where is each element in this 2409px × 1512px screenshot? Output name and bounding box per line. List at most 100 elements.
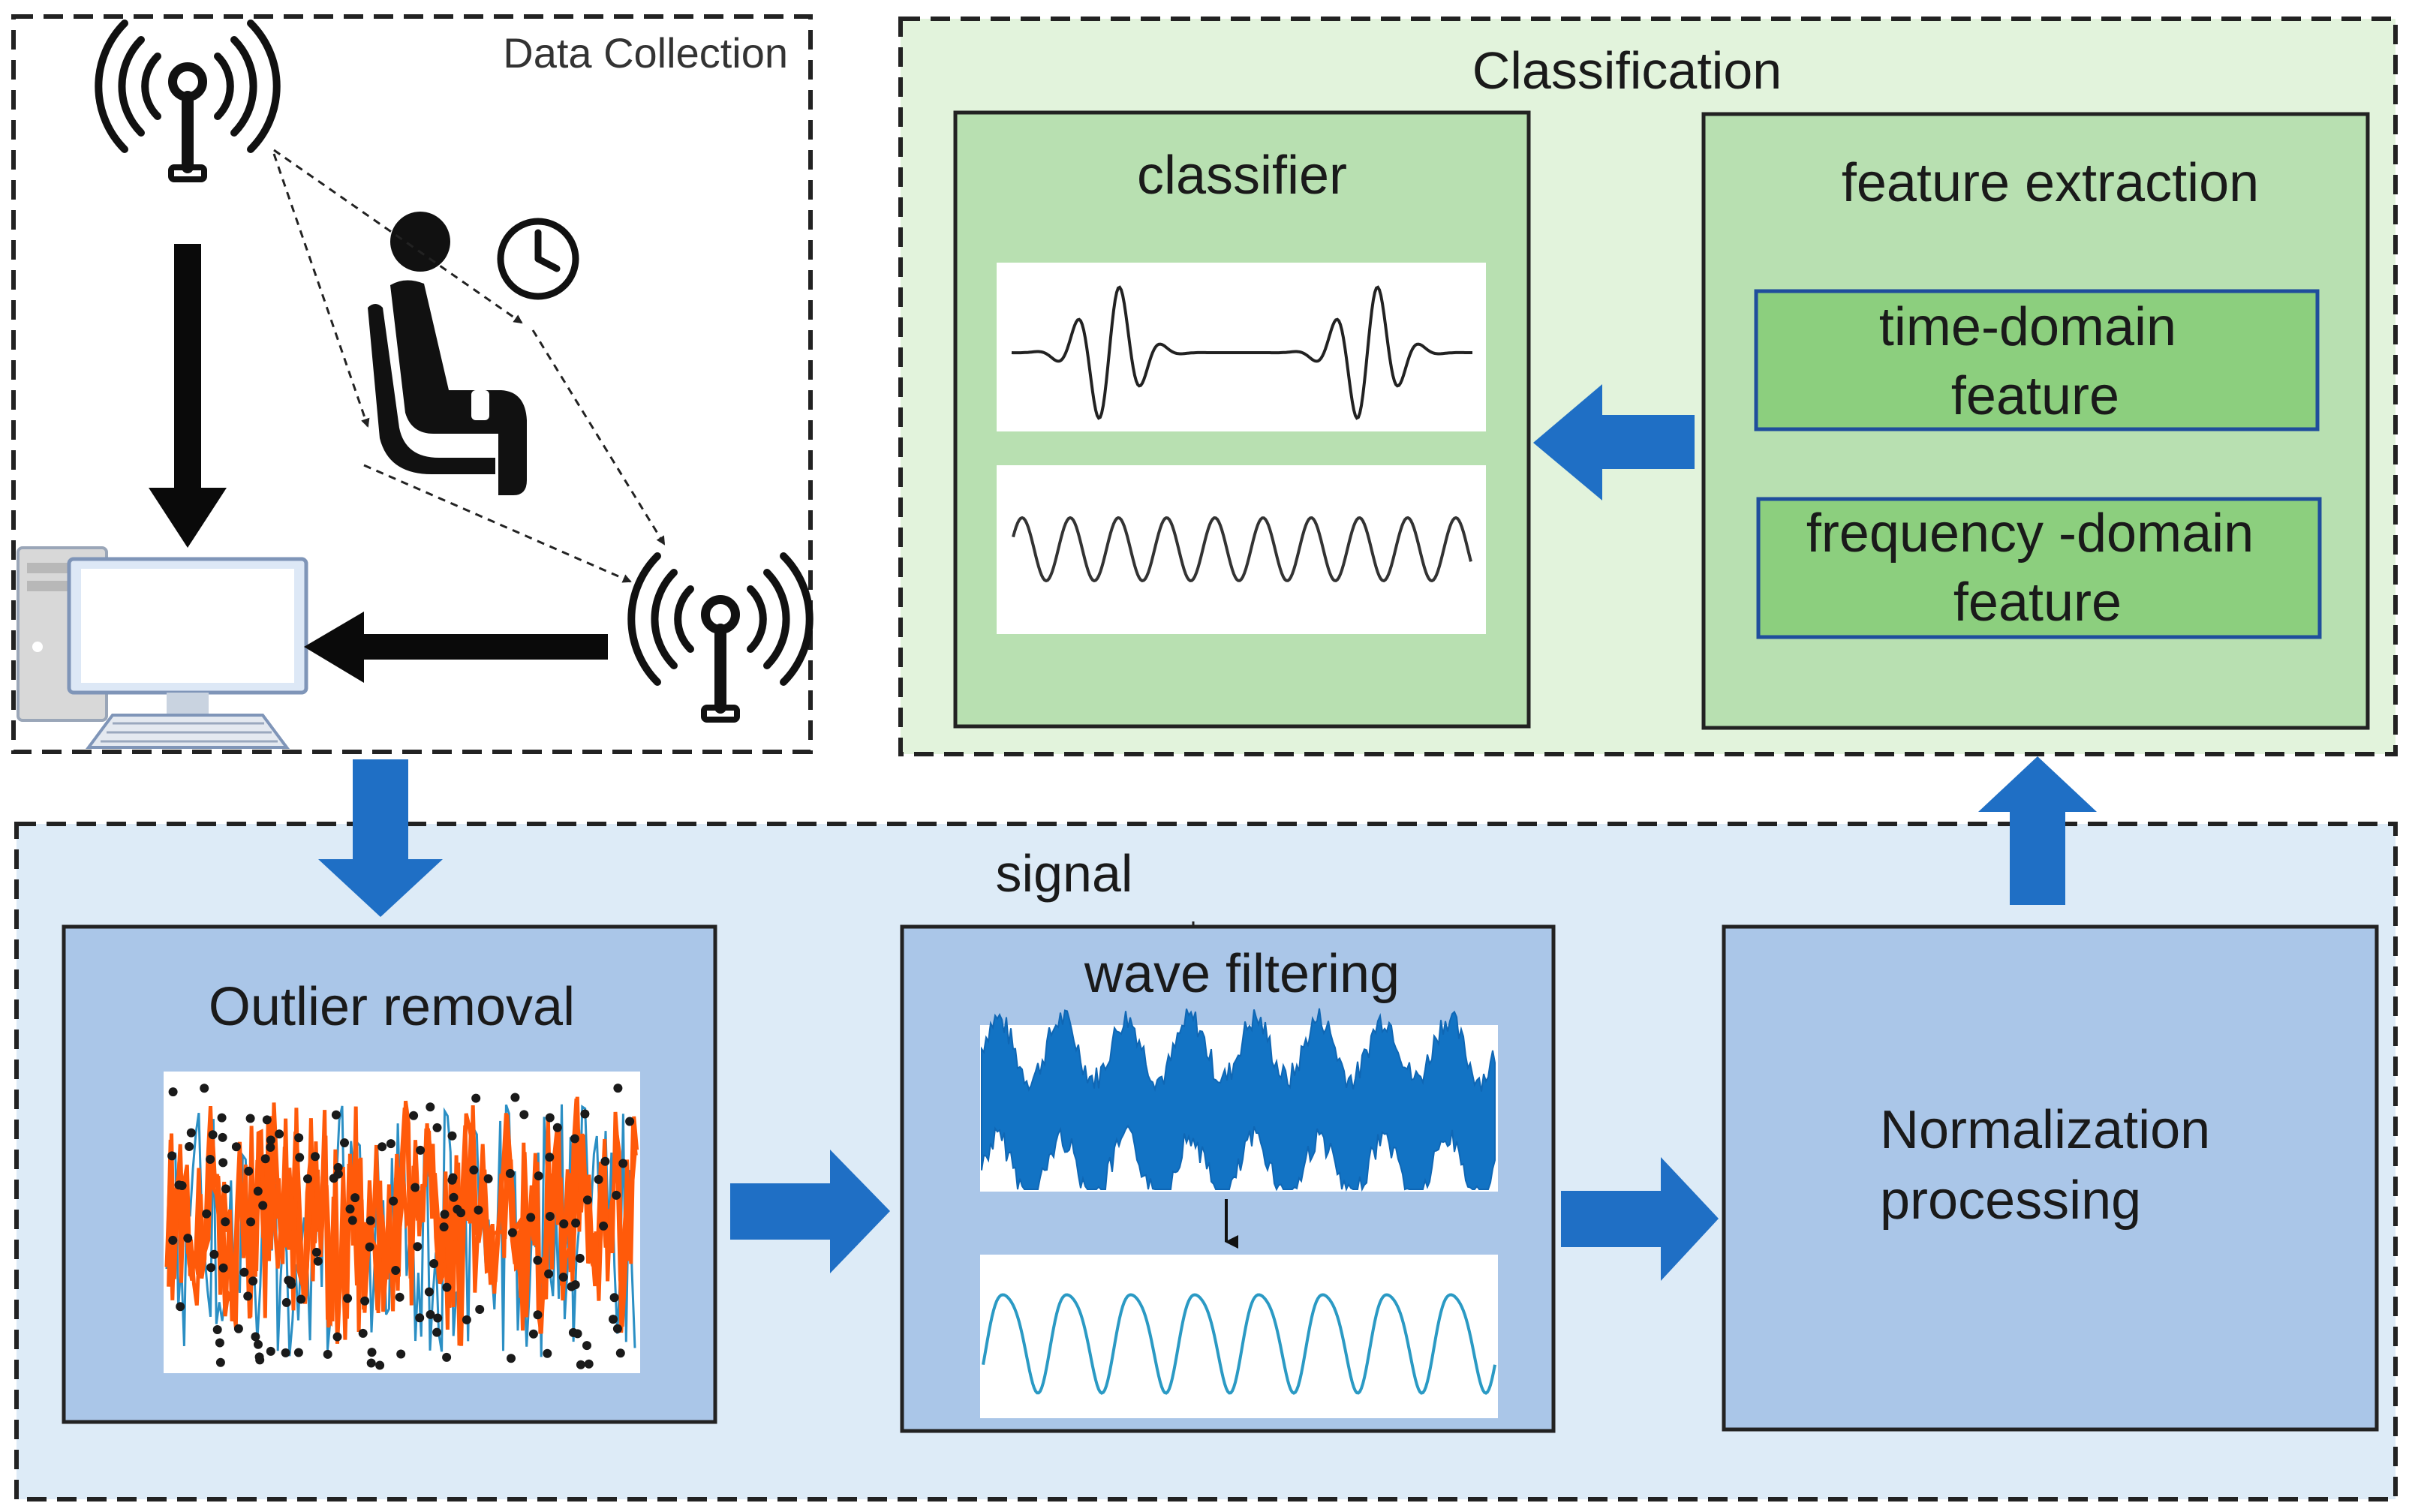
outlier-point <box>377 1142 387 1152</box>
outlier-point <box>260 1154 270 1164</box>
outlier-point <box>254 1352 264 1362</box>
classification-title: Classification <box>1472 41 1782 100</box>
outlier-point <box>311 1152 320 1162</box>
outlier-point <box>294 1133 304 1143</box>
feature-to-classifier-arrow <box>1533 384 1695 500</box>
outlier-point <box>396 1349 406 1359</box>
router-to-computer-arrow <box>149 244 227 548</box>
cleaned-series-line <box>167 1100 639 1346</box>
outlier-point <box>258 1201 268 1210</box>
outlier-point <box>350 1193 360 1203</box>
clock-icon <box>497 218 579 300</box>
outlier-point <box>206 1155 215 1164</box>
outlier-point <box>176 1302 185 1312</box>
outlier-point <box>167 1151 177 1161</box>
outlier-point <box>442 1352 452 1362</box>
outlier-point <box>612 1190 621 1200</box>
outlier-point <box>248 1276 258 1286</box>
outlier-point <box>295 1153 305 1162</box>
outlier-point <box>440 1210 450 1219</box>
outlier-point <box>347 1216 357 1225</box>
outlier-scatter-plot <box>164 1084 639 1370</box>
outlier-point <box>365 1216 375 1225</box>
outlier-point <box>447 1175 457 1185</box>
outlier-point <box>186 1128 196 1138</box>
outlier-point <box>429 1259 439 1268</box>
feature-extraction-title: feature extraction <box>1842 153 2259 213</box>
outlier-point <box>209 1249 219 1259</box>
outlier-point <box>395 1292 405 1302</box>
outlier-point <box>221 1217 230 1227</box>
outlier-point <box>469 1165 479 1175</box>
router-to-computer-arrow <box>304 612 608 683</box>
person-sitting-icon <box>368 212 527 495</box>
outlier-point <box>533 1310 543 1320</box>
filtered-signal-panel <box>980 1255 1498 1418</box>
outlier-point <box>323 1349 332 1359</box>
classifier-title: classifier <box>1137 146 1347 206</box>
outlier-point <box>584 1359 594 1369</box>
outlier-point <box>426 1309 435 1319</box>
outlier-point <box>413 1242 423 1252</box>
data-collection-section: Data Collection <box>11 14 814 754</box>
outlier-point <box>389 1196 398 1206</box>
outlier-point <box>552 1123 562 1132</box>
outlier-point <box>462 1315 471 1324</box>
outlier-point <box>600 1156 610 1166</box>
outlier-point <box>254 1339 263 1349</box>
outlier-point <box>360 1296 370 1306</box>
outlier-point <box>275 1129 284 1139</box>
outlier-point <box>507 1354 516 1363</box>
outlier-point <box>168 1235 178 1245</box>
outlier-point <box>559 1219 569 1228</box>
outlier-point <box>580 1109 590 1119</box>
periodic-waveform <box>1012 516 1472 583</box>
collection-to-signal-arrow <box>318 759 443 917</box>
outlier-point <box>251 1332 260 1342</box>
outlier-to-filter-arrow <box>730 1150 890 1273</box>
outlier-point <box>244 1166 254 1176</box>
outlier-point <box>218 1263 228 1273</box>
outlier-point <box>612 1324 622 1333</box>
outlier-point <box>447 1131 457 1141</box>
outlier-point <box>332 1332 342 1342</box>
outlier-point <box>426 1102 435 1112</box>
outlier-point <box>345 1204 355 1214</box>
outlier-point <box>281 1348 290 1357</box>
signal-path-line <box>272 153 370 428</box>
outlier-point <box>266 1135 275 1145</box>
time-domain-line-1: time-domain <box>1879 297 2176 357</box>
outlier-point <box>575 1253 585 1263</box>
normalization-title: Normalization processing <box>1880 1100 2225 1231</box>
outlier-point <box>609 1315 618 1324</box>
outlier-point <box>202 1209 212 1219</box>
outlier-point <box>221 1184 230 1194</box>
outlier-point <box>287 1279 296 1289</box>
outlier-point <box>313 1256 323 1266</box>
outlier-point <box>266 1346 275 1356</box>
frequency-domain-line-2: feature <box>1953 573 2122 633</box>
signal-path-line <box>273 149 523 324</box>
outlier-point <box>303 1174 312 1183</box>
wave-filtering-title: wave filtering <box>1084 944 1400 1004</box>
outlier-point <box>215 1357 225 1367</box>
outlier-point <box>558 1273 568 1282</box>
outlier-point <box>343 1294 353 1303</box>
wifi-router-icon <box>627 552 814 723</box>
outlier-point <box>533 1255 543 1265</box>
wifi-router-icon <box>95 20 281 182</box>
outlier-point <box>519 1110 529 1120</box>
raw-noisy-waveform <box>981 1008 1496 1192</box>
outlier-point <box>218 1158 228 1168</box>
outlier-point <box>333 1162 343 1172</box>
outlier-point <box>545 1153 555 1162</box>
outlier-point <box>215 1338 224 1348</box>
outlier-point <box>367 1348 377 1357</box>
signal-path-lines <box>272 149 666 583</box>
frequency-domain-feature-label: frequency -domain feature <box>1806 503 2269 633</box>
time-domain-feature-label: time-domain feature <box>1879 297 2191 426</box>
outlier-point <box>415 1313 425 1323</box>
outlier-point <box>386 1139 395 1149</box>
outlier-point <box>365 1242 374 1252</box>
signal-section: signal Outlier removal wave filtering No… <box>14 759 2398 1501</box>
